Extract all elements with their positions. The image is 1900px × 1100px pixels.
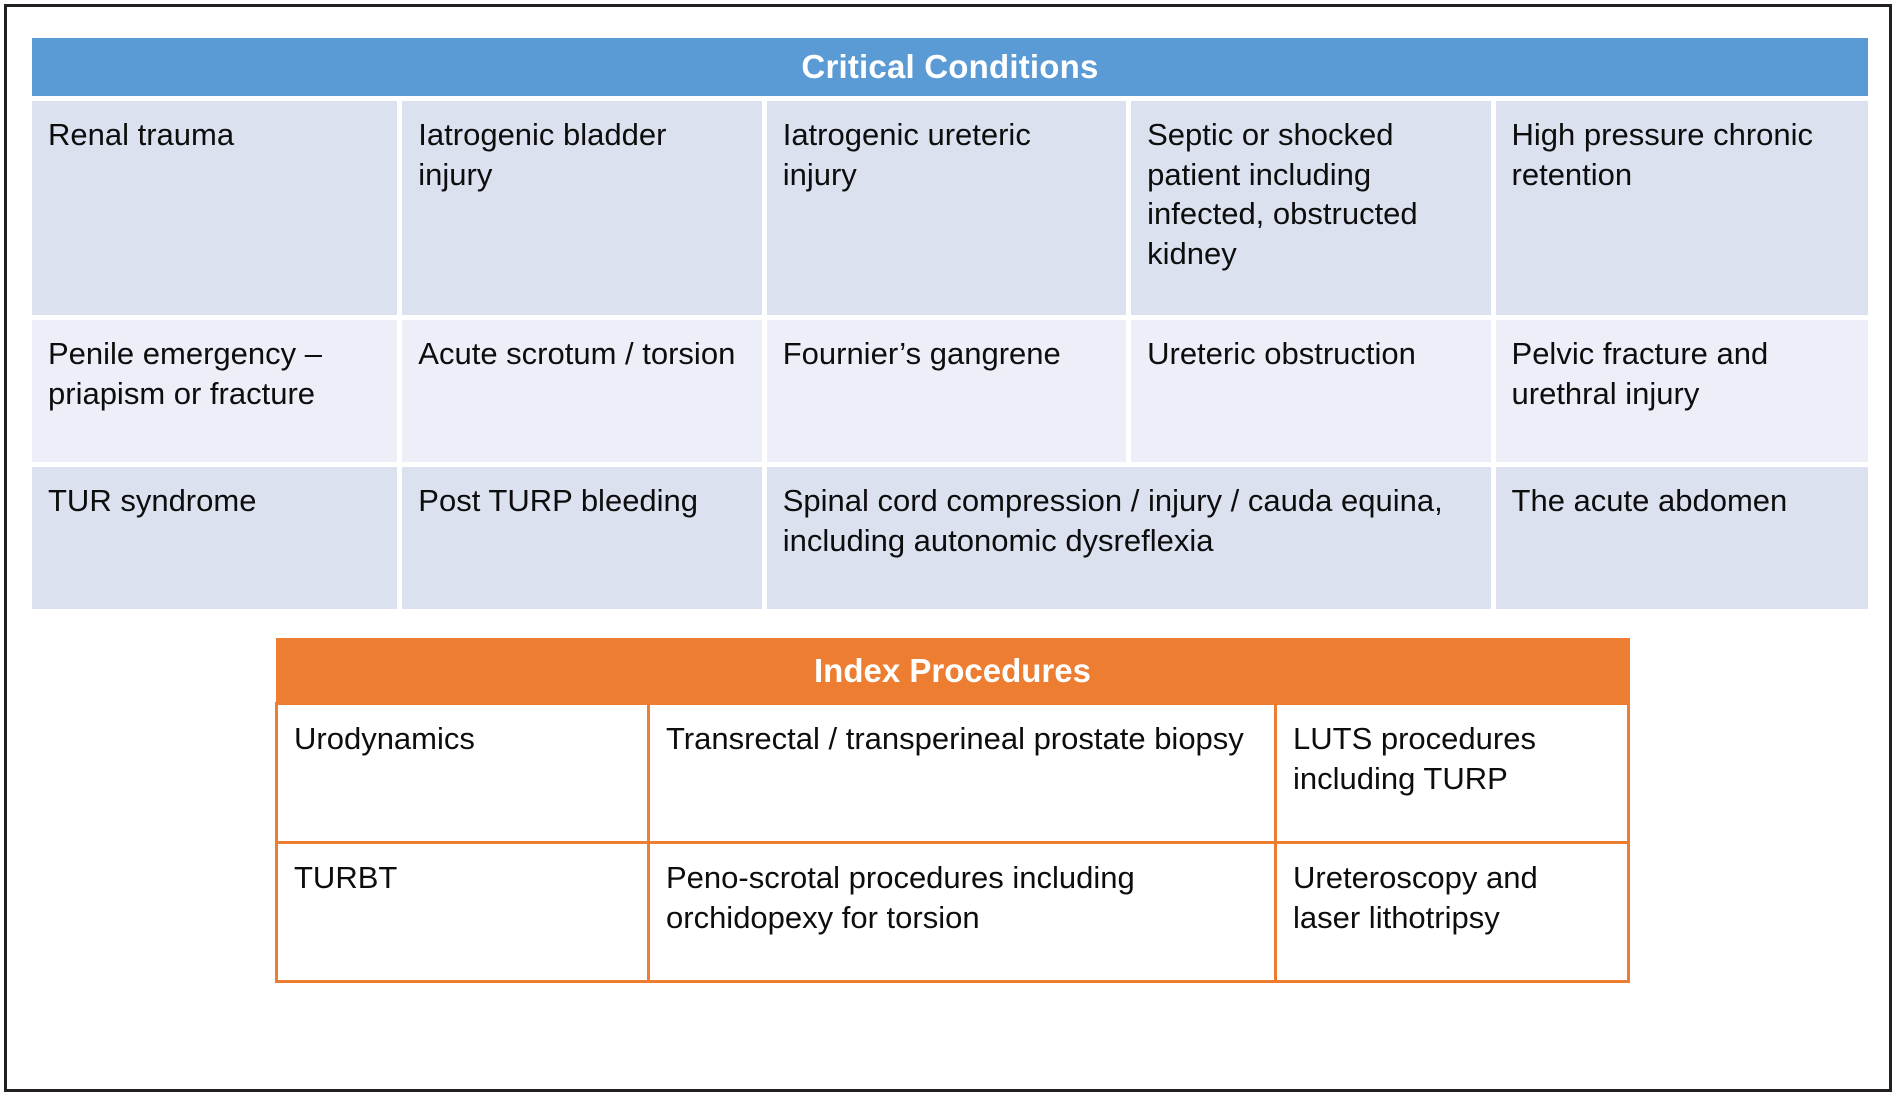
- cc-cell-the-acute-abdomen: The acute abdomen: [1495, 467, 1868, 609]
- ip-cell-urodynamics: Urodynamics: [275, 702, 650, 844]
- table-row: Penile emergency – priapism or fracture …: [32, 320, 1868, 462]
- cc-cell-pelvic-fracture-urethral-injury: Pelvic fracture and urethral injury: [1495, 320, 1868, 462]
- cc-cell-high-pressure-chronic-retention: High pressure chronic retention: [1495, 101, 1868, 315]
- figure-body: Critical Conditions Renal trauma Iatroge…: [7, 7, 1889, 1089]
- table-row: Renal trauma Iatrogenic bladder injury I…: [32, 101, 1868, 315]
- cc-cell-spinal-cord-compression: Spinal cord compression / injury / cauda…: [766, 467, 1491, 609]
- cc-cell-acute-scrotum-torsion: Acute scrotum / torsion: [402, 320, 762, 462]
- cc-cell-renal-trauma: Renal trauma: [32, 101, 398, 315]
- index-procedures-header-row: Index Procedures: [275, 638, 1630, 705]
- cc-cell-post-turp-bleeding: Post TURP bleeding: [402, 467, 762, 609]
- table-row: Urodynamics Transrectal / transperineal …: [275, 702, 1630, 844]
- table-row: TUR syndrome Post TURP bleeding Spinal c…: [32, 467, 1868, 609]
- index-procedures-wrapper: Index Procedures Urodynamics Transrectal…: [27, 638, 1869, 983]
- cc-cell-septic-or-shocked-patient: Septic or shocked patient including infe…: [1131, 101, 1491, 315]
- ip-cell-turbt: TURBT: [275, 841, 650, 983]
- cc-cell-penile-emergency: Penile emergency – priapism or fracture: [32, 320, 398, 462]
- critical-conditions-table: Critical Conditions Renal trauma Iatroge…: [27, 33, 1873, 614]
- ip-cell-luts-procedures: LUTS procedures including TURP: [1274, 702, 1630, 844]
- table-row: TURBT Peno-scrotal procedures including …: [275, 841, 1630, 983]
- cc-cell-ureteric-obstruction: Ureteric obstruction: [1131, 320, 1491, 462]
- cc-cell-tur-syndrome: TUR syndrome: [32, 467, 398, 609]
- index-procedures-table: Index Procedures Urodynamics Transrectal…: [275, 638, 1630, 983]
- cc-cell-iatrogenic-ureteric-injury: Iatrogenic ureteric injury: [766, 101, 1127, 315]
- cc-cell-iatrogenic-bladder-injury: Iatrogenic bladder injury: [402, 101, 762, 315]
- critical-conditions-title: Critical Conditions: [32, 38, 1868, 96]
- ip-cell-ureteroscopy-lithotripsy: Ureteroscopy and laser lithotripsy: [1274, 841, 1630, 983]
- ip-cell-prostate-biopsy: Transrectal / transperineal prostate bio…: [647, 702, 1277, 844]
- cc-cell-fourniers-gangrene: Fournier’s gangrene: [766, 320, 1127, 462]
- critical-conditions-header-row: Critical Conditions: [32, 38, 1868, 96]
- index-procedures-title: Index Procedures: [275, 638, 1630, 705]
- figure-frame: Critical Conditions Renal trauma Iatroge…: [4, 4, 1892, 1092]
- ip-cell-peno-scrotal-procedures: Peno-scrotal procedures including orchid…: [647, 841, 1277, 983]
